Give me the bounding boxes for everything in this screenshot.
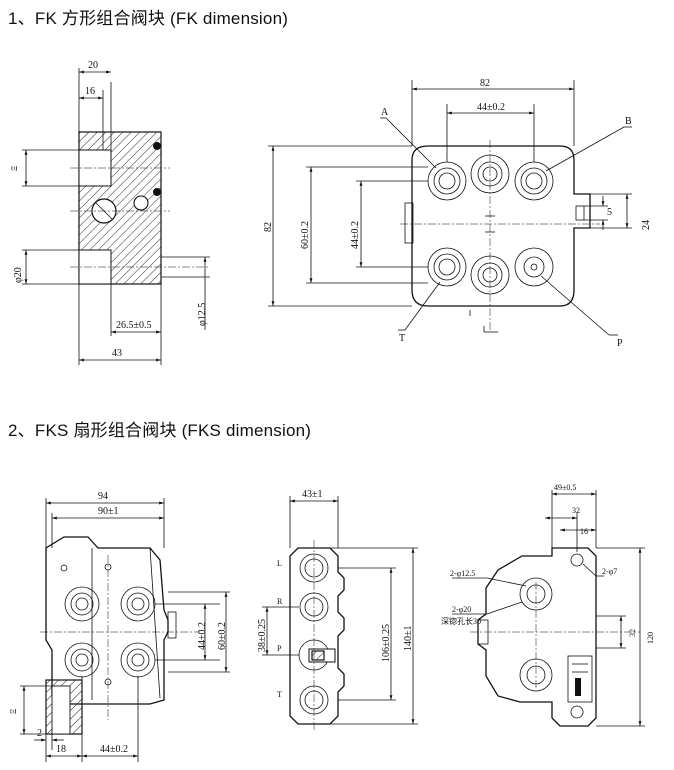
fks-left-dim-90: 90±1: [98, 506, 119, 517]
fk-side-dim-phi12-5: φ12.5: [197, 303, 208, 326]
fks-right-view: 49±0.5 32 16 2-φ12.5 2-φ7 2-φ20 深锪孔长30 3…: [441, 483, 655, 727]
fks-left-dim-60: 60±0.2: [217, 622, 228, 650]
fk-label-P: P: [617, 338, 623, 349]
fk-side-dim-26-5: 26.5±0.5: [116, 320, 152, 331]
fks-left-tag: Ξ: [9, 709, 18, 714]
fk-front-dim-5: 5: [607, 207, 612, 218]
fks-right-phi12-5: 2-φ12.5: [450, 569, 475, 578]
fk-port-T: [427, 247, 467, 287]
fks-left-dim-44-bottom: 44±0.2: [100, 744, 128, 755]
fk-front-dim-44-top: 44±0.2: [477, 102, 505, 113]
fk-side-view: 20 16 Ξ φ20 φ12.5 26.5±0.5 43: [10, 60, 210, 365]
fks-right-note: 深锪孔长30: [441, 616, 481, 626]
fks-right-dim-32: 32: [628, 629, 637, 637]
fks-left-body: [45, 536, 169, 705]
fks-left-port-tl: [64, 586, 100, 622]
fks-left-dim-18: 18: [56, 744, 66, 755]
fks-mid-dim-106: 106±0.25: [381, 624, 392, 662]
fks-mid-port-P: [298, 639, 336, 671]
fks-section-title: 2、FKS 扇形组合阀块 (FKS dimension): [8, 421, 312, 440]
fks-right-dim-32-top: 32: [572, 506, 580, 515]
fk-label-T: T: [399, 333, 405, 344]
fk-side-dim-20: 20: [88, 60, 98, 71]
fks-port-label-L: L: [277, 559, 282, 568]
fk-front-dim-44-left: 44±0.2: [350, 221, 361, 249]
fk-label-A: A: [381, 107, 389, 118]
fk-label-B: B: [625, 116, 632, 127]
fks-left-port-br: [120, 642, 156, 678]
fks-mid-body: [289, 547, 345, 725]
fk-side-dim-16: 16: [85, 86, 95, 97]
fk-front-view: 82 44±0.2 A B 82 60±0.2 44±0.2 5 24 T P: [263, 78, 652, 349]
fks-right-dim-120: 120: [646, 632, 655, 644]
fk-front-dim-82-top: 82: [480, 78, 490, 89]
fks-left-dim-94: 94: [98, 491, 108, 502]
fks-port-label-R: R: [277, 597, 283, 606]
fks-left-port-tr: [120, 586, 156, 622]
fk-side-dim-phi20: φ20: [13, 267, 24, 283]
fk-front-dim-24: 24: [641, 220, 652, 230]
fk-port-A: [427, 161, 467, 201]
fks-mid-dim-43: 43±1: [302, 489, 323, 500]
fks-port-label-T: T: [277, 690, 282, 699]
fks-nameplate: [567, 655, 593, 703]
fks-left-dim-44: 44±0.2: [197, 622, 208, 650]
fk-front-body: [411, 145, 591, 307]
fks-right-phi20: 2-φ20: [452, 605, 471, 614]
fks-left-view: 94 90±1 44±0.2 60±0.2 Ξ 2 18 44±0.2: [9, 491, 230, 762]
fk-side-tag: Ξ: [10, 166, 19, 171]
fk-port-B: [514, 161, 554, 201]
fks-right-dim-16: 16: [580, 527, 588, 536]
fks-port-label-P: P: [277, 644, 282, 653]
fks-mid-dim-140: 140±1: [403, 626, 414, 652]
fks-right-phi7: 2-φ7: [602, 567, 617, 576]
fk-port-P: [514, 247, 554, 287]
fks-left-port-bl: [64, 642, 100, 678]
fk-section-title: 1、FK 方形组合阀块 (FK dimension): [8, 9, 289, 28]
fk-front-dim-82-left: 82: [263, 222, 274, 232]
fks-right-body: [477, 547, 597, 727]
fk-side-dim-43: 43: [112, 348, 122, 359]
fk-front-dim-60: 60±0.2: [300, 221, 311, 249]
fks-right-dim-49: 49±0.5: [554, 483, 576, 492]
fks-mid-view: L R P T 43±1 38±0.25 106±0.25 140±1: [257, 489, 418, 732]
fks-left-dim-2: 2: [37, 728, 42, 739]
fks-mid-dim-38: 38±0.25: [257, 619, 268, 652]
fk-port-center-bottom: [470, 255, 510, 295]
